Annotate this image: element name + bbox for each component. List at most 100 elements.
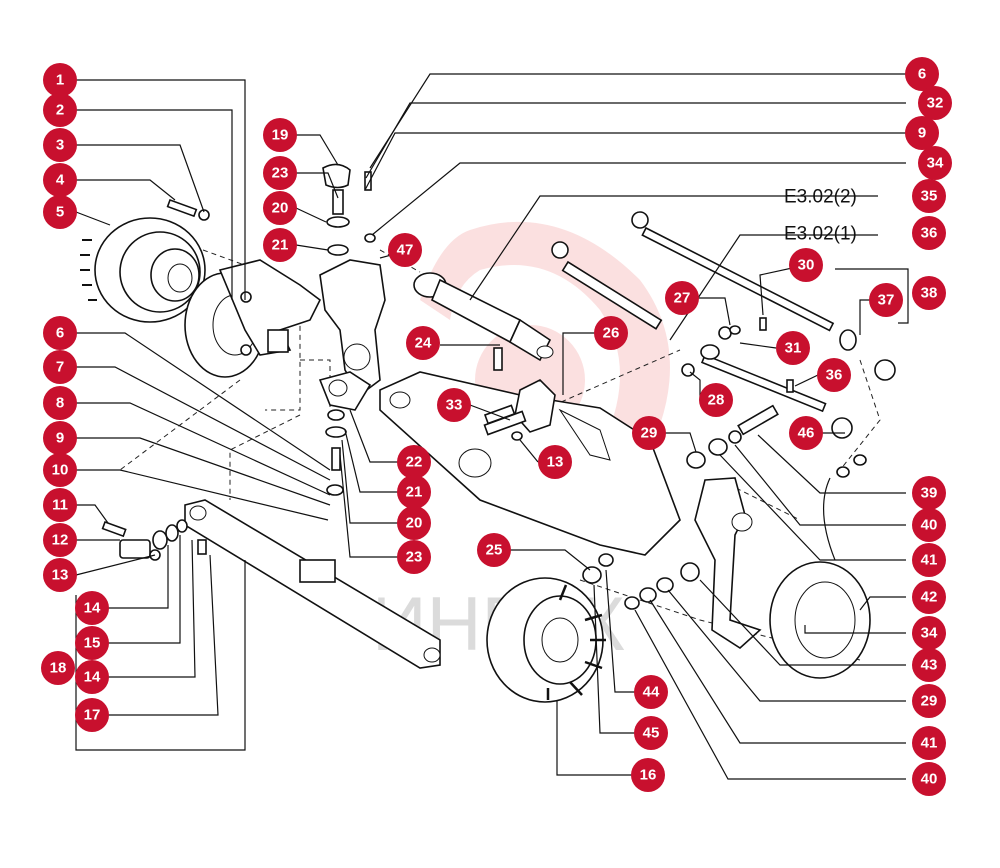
callout-22: 22 xyxy=(397,445,431,479)
callout-29: 29 xyxy=(912,684,946,718)
callout-label: 33 xyxy=(446,397,463,414)
callout-24: 24 xyxy=(406,326,440,360)
callout-21: 21 xyxy=(397,475,431,509)
callout-label: 45 xyxy=(643,725,660,742)
right-wheel-hub xyxy=(486,553,614,703)
callout-label: 1 xyxy=(56,72,64,89)
callout-38: 38 xyxy=(912,276,946,310)
callout-label: 7 xyxy=(56,359,64,376)
callout-31: 31 xyxy=(776,331,810,365)
callout-25: 25 xyxy=(477,533,511,567)
callout-label: 38 xyxy=(921,285,938,302)
callout-label: 42 xyxy=(921,589,938,606)
callout-label: 43 xyxy=(921,657,938,674)
callout-label: 23 xyxy=(272,165,289,182)
callout-label: 22 xyxy=(406,454,423,471)
callout-label: 16 xyxy=(640,767,657,784)
callout-label: 24 xyxy=(415,335,432,352)
callout-20: 20 xyxy=(263,191,297,225)
callout-label: 17 xyxy=(84,707,101,724)
callout-41: 41 xyxy=(912,726,946,760)
callout-20: 20 xyxy=(397,506,431,540)
callout-label: 20 xyxy=(272,200,289,217)
callout-label: 23 xyxy=(406,549,423,566)
callout-label: 29 xyxy=(641,425,658,442)
callout-43: 43 xyxy=(912,648,946,682)
callout-label: 20 xyxy=(406,515,423,532)
callout-7: 7 xyxy=(43,350,77,384)
callout-6: 6 xyxy=(905,57,939,91)
callout-9: 9 xyxy=(905,116,939,150)
lower-tie-rod xyxy=(184,499,441,669)
callout-label: 4 xyxy=(56,172,65,189)
callout-label: 11 xyxy=(52,497,68,514)
callout-label: 9 xyxy=(918,125,926,142)
callout-label: 15 xyxy=(84,635,101,652)
callout-46: 46 xyxy=(789,416,823,450)
callout-label: 44 xyxy=(643,684,660,701)
callout-label: 6 xyxy=(56,325,64,342)
callout-label: 3 xyxy=(56,137,64,154)
callout-label: 8 xyxy=(56,395,64,412)
callout-13: 13 xyxy=(43,558,77,592)
callout-1: 1 xyxy=(43,63,77,97)
callout-34: 34 xyxy=(918,146,952,180)
callout-13: 13 xyxy=(538,445,572,479)
callout-39: 39 xyxy=(912,476,946,510)
callout-17: 17 xyxy=(75,698,109,732)
callout-44: 44 xyxy=(634,675,668,709)
callout-14: 14 xyxy=(75,591,109,625)
callout-label: 35 xyxy=(921,188,938,205)
callout-27: 27 xyxy=(665,281,699,315)
callout-6: 6 xyxy=(43,316,77,350)
callout-36: 36 xyxy=(817,358,851,392)
callout-9: 9 xyxy=(43,421,77,455)
callout-36: 36 xyxy=(912,216,946,250)
callout-label: 34 xyxy=(921,625,938,642)
callout-42: 42 xyxy=(912,580,946,614)
callout-23: 23 xyxy=(397,540,431,574)
callout-label: 30 xyxy=(798,257,815,274)
callout-15: 15 xyxy=(75,626,109,660)
callout-label: 21 xyxy=(272,237,289,254)
callout-28: 28 xyxy=(699,383,733,417)
callout-label: 36 xyxy=(921,225,938,242)
callout-40: 40 xyxy=(912,762,946,796)
callout-11: 11 xyxy=(43,488,77,522)
callout-label: 34 xyxy=(927,155,944,172)
small-hardware xyxy=(101,171,794,561)
callout-label: 18 xyxy=(50,660,67,677)
callout-label: 46 xyxy=(798,425,815,442)
callout-4: 4 xyxy=(43,163,77,197)
callout-12: 12 xyxy=(43,523,77,557)
callout-label: 27 xyxy=(674,290,691,307)
steering-cylinder xyxy=(413,272,554,371)
callout-18: 18 xyxy=(41,651,75,685)
callout-label: 41 xyxy=(921,552,938,569)
callout-35: 35 xyxy=(912,179,946,213)
callout-label: 40 xyxy=(921,771,938,788)
upper-tie-rods xyxy=(551,211,896,478)
callout-label: 28 xyxy=(708,392,725,409)
callout-label: 13 xyxy=(52,567,69,584)
callout-label: 29 xyxy=(921,693,938,710)
callout-8: 8 xyxy=(43,386,77,420)
callout-21: 21 xyxy=(263,228,297,262)
callout-29: 29 xyxy=(632,416,666,450)
callout-label: 6 xyxy=(918,66,926,83)
callout-label: 5 xyxy=(56,204,64,221)
callout-label: 9 xyxy=(56,430,64,447)
callout-label: 41 xyxy=(921,735,938,752)
callout-32: 32 xyxy=(918,86,952,120)
callout-40: 40 xyxy=(912,508,946,542)
callout-14: 14 xyxy=(75,660,109,694)
callout-label: 19 xyxy=(272,127,289,144)
callout-label: 36 xyxy=(826,367,843,384)
right-knuckle xyxy=(624,404,871,679)
callout-5: 5 xyxy=(43,195,77,229)
callout-label: 13 xyxy=(547,454,564,471)
callout-47: 47 xyxy=(388,233,422,267)
callout-label: 40 xyxy=(921,517,938,534)
callout-33: 33 xyxy=(437,388,471,422)
